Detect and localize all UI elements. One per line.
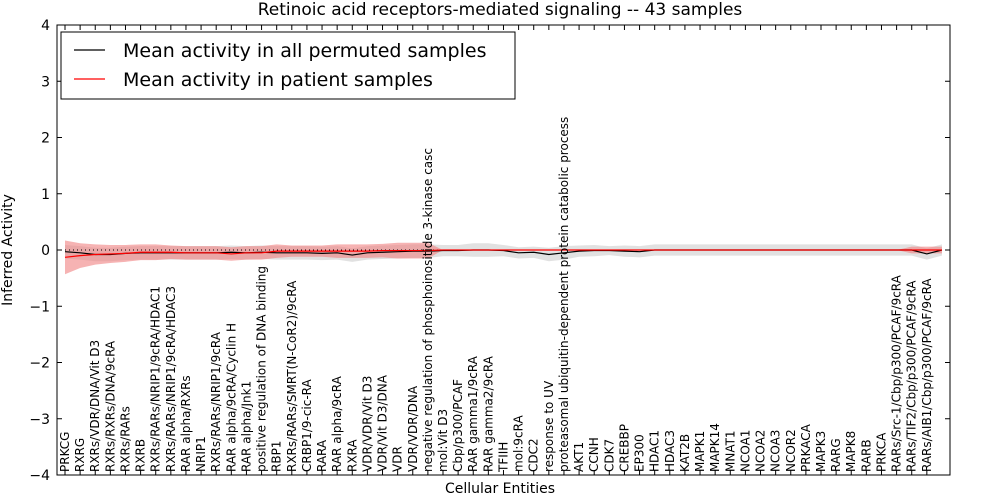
x-tick-label: Cbp/p300/PCAF (451, 379, 465, 472)
x-tick-label: MAPK8 (844, 431, 858, 472)
x-tick-label: VDR/VDR/DNA (406, 385, 420, 472)
y-axis-ticks: −4 −3 −2 −1 0 1 2 3 4 (29, 18, 950, 484)
x-tick-label: RXRs/RARs (118, 406, 132, 472)
legend-box (60, 31, 516, 100)
x-tick-label: MAPK1 (693, 431, 707, 472)
x-tick-label: RAR gamma1/9cRA (466, 355, 480, 472)
x-tick-label: PRKCG (58, 432, 72, 472)
x-tick-label: NCOR2 (784, 429, 798, 472)
y-tick-label: −3 (29, 412, 50, 428)
x-tick-label: MAPK3 (814, 431, 828, 472)
patient-band (65, 240, 942, 275)
x-tick-label: RAR alpha/Jnk1 (239, 381, 253, 472)
x-tick-label: RXRs/RXRs/DNA/9cRA (103, 340, 117, 472)
legend: Mean activity in all permuted samples Me… (60, 31, 516, 100)
x-tick-label: RAR alpha/RXRs (179, 375, 193, 472)
y-tick-label: 4 (41, 18, 50, 34)
x-tick-label: RXRA (345, 439, 359, 472)
x-tick-label: response to UV (542, 380, 556, 472)
x-tick-label: RARs/TIF2/Cbp/p300/PCAF/9cRA (905, 280, 919, 472)
y-tick-label: 2 (41, 131, 50, 147)
y-tick-label: 0 (41, 243, 50, 259)
x-tick-label: EP300 (633, 434, 647, 472)
x-tick-label: positive regulation of DNA binding (255, 266, 269, 472)
legend-label-patient: Mean activity in patient samples (123, 69, 433, 91)
x-tick-label: NCOA3 (769, 430, 783, 472)
x-tick-label: VDR/Vit D3/DNA (376, 374, 390, 472)
x-tick-label: mol:9cRA (512, 415, 526, 472)
x-tick-label: NCOA1 (738, 430, 752, 472)
x-tick-label: negative regulation of phosphoinositide … (421, 148, 435, 472)
x-tick-label: RARs/Src-1/Cbp/p300/PCAF/9cRA (890, 274, 904, 472)
y-tick-label: −4 (29, 468, 50, 484)
x-tick-label: HDAC3 (663, 430, 677, 472)
x-tick-label: VDR (391, 446, 405, 472)
x-tick-label: RXRs/RARs/NRIP1/9cRA (209, 331, 223, 472)
x-tick-label: AKT1 (572, 442, 586, 472)
x-tick-label: PRKCA (874, 432, 888, 472)
x-tick-label: RXRs/VDR/DNA/Vit D3 (88, 340, 102, 472)
y-tick-label: −2 (29, 356, 50, 372)
x-tick-label: PRKACA (799, 423, 813, 472)
x-tick-label: RXRG (73, 438, 87, 472)
x-tick-label: MNAT1 (723, 430, 737, 472)
x-tick-label: RXRs/RARs/SMRT(N-CoR2)/9cRA (285, 280, 299, 472)
x-tick-label: RARB (859, 439, 873, 472)
y-tick-label: 1 (41, 187, 50, 203)
x-tick-label: KAT2B (678, 434, 692, 472)
x-tick-label: proteasomal ubiquitin-dependent protein … (557, 117, 571, 472)
patient-mean-line (64, 249, 942, 258)
x-tick-label: CDC2 (527, 438, 541, 472)
x-tick-label: CCNH (587, 437, 601, 472)
x-tick-label: TFIIH (496, 442, 510, 473)
x-tick-label: MAPK14 (708, 423, 722, 472)
x-tick-label: RARA (315, 439, 329, 472)
x-tick-label: HDAC1 (648, 430, 662, 472)
x-tick-label: RXRs/RARs/NRIP1/9cRA/HDAC3 (164, 286, 178, 472)
y-axis-label: Inferred Activity (0, 194, 16, 306)
x-tick-label: NCOA2 (754, 430, 768, 472)
x-tick-label: mol:Vit D3 (436, 409, 450, 472)
y-tick-label: 3 (41, 74, 50, 90)
x-tick-label: RARs/AIB1/Cbp/p300/PCAF/9cRA (920, 278, 934, 472)
x-tick-label: CREBBP (617, 424, 631, 472)
x-tick-label: RXRB (134, 439, 148, 472)
x-tick-label: RARG (829, 438, 843, 472)
x-tick-label: RAR alpha/9cRA (330, 375, 344, 472)
x-axis-label: Cellular Entities (445, 481, 555, 497)
plot-frame (56, 24, 951, 476)
x-tick-label: RXRs/RARs/NRIP1/9cRA/HDAC1 (149, 286, 163, 472)
confidence-bands (65, 240, 942, 275)
chart-title: Retinoic acid receptors-mediated signali… (258, 0, 743, 20)
x-tick-label: NRIP1 (194, 436, 208, 472)
x-tick-label: RBP1 (270, 441, 284, 472)
x-tick-label: CRBP1/9-cic-RA (300, 378, 314, 472)
legend-label-permuted: Mean activity in all permuted samples (123, 40, 486, 62)
x-tick-label: RAR alpha/9cRA/Cyclin H (224, 323, 238, 472)
x-tick-label: VDR/VDR/Vit D3 (360, 376, 374, 472)
y-tick-label: −1 (29, 299, 50, 315)
series-lines (64, 249, 943, 258)
x-tick-label: CDK7 (602, 439, 616, 472)
x-tick-label: RAR gamma2/9cRA (481, 355, 495, 472)
